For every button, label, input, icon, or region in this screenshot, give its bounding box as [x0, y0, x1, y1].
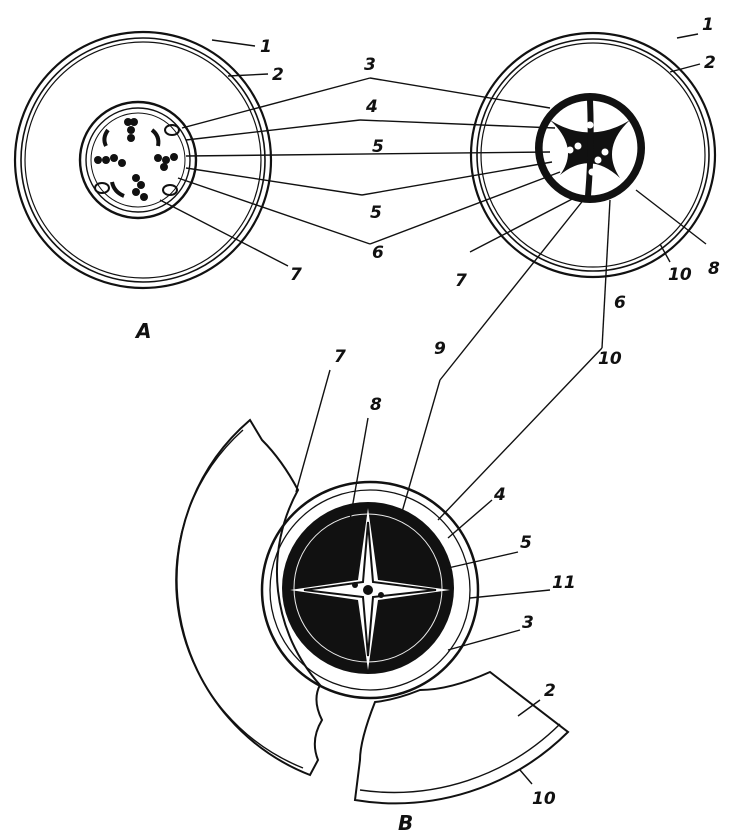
label-c-7: 7 — [334, 347, 346, 367]
label-c-4: 4 — [493, 485, 506, 505]
label-b-10: 10 — [668, 265, 692, 285]
label-b-8: 8 — [708, 259, 720, 279]
panel-a-cross-section — [15, 32, 271, 288]
label-c-3: 3 — [522, 613, 534, 633]
label-c-8: 8 — [370, 395, 382, 415]
panel-c-cross-section — [176, 420, 568, 803]
label-b-9: 9 — [434, 339, 446, 359]
label-a-5a: 5 — [372, 137, 384, 157]
label-a-4: 4 — [365, 97, 378, 117]
label-b-6: 6 — [614, 293, 626, 313]
label-b-2: 2 — [704, 53, 716, 73]
panel-a-caption: A — [134, 319, 151, 343]
label-c-10: 10 — [532, 789, 556, 809]
label-a-3: 3 — [364, 55, 376, 75]
label-c-11: 11 — [552, 573, 576, 593]
label-a-5b: 5 — [370, 203, 382, 223]
panel-c-caption: В — [398, 811, 413, 835]
label-a-2: 2 — [272, 65, 284, 85]
label-b-1: 1 — [702, 15, 714, 35]
label-b-10b: 10 — [598, 349, 622, 369]
label-a-1: 1 — [260, 37, 272, 57]
label-a-6: 6 — [372, 243, 384, 263]
panel-a-vascular-bundles — [94, 118, 179, 201]
label-a-7: 7 — [290, 265, 302, 285]
label-b-7: 7 — [455, 271, 467, 291]
panel-a-labels: 1 2 3 4 5 5 6 7 A — [134, 37, 384, 343]
label-c-2: 2 — [544, 681, 556, 701]
label-c-5: 5 — [520, 533, 532, 553]
